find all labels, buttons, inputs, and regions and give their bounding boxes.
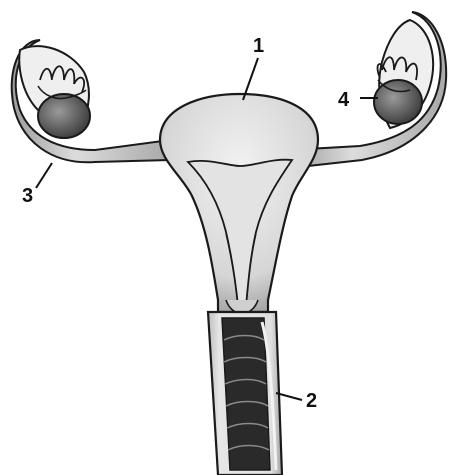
uterus-body (160, 94, 318, 314)
label-2: 2 (306, 390, 317, 412)
label-1: 1 (253, 35, 264, 57)
left-fallopian-tube (12, 40, 170, 162)
label-4: 4 (338, 89, 350, 111)
label-3: 3 (22, 185, 33, 207)
vagina (208, 312, 282, 475)
leader-line-3 (36, 163, 52, 188)
